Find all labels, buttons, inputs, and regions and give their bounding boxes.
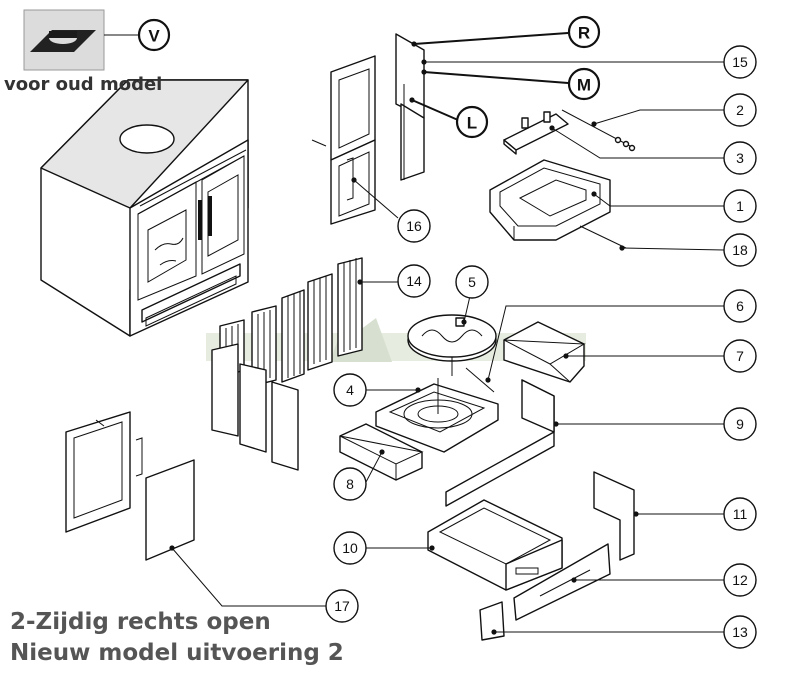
part-14-ribbed-panels: [211, 257, 363, 471]
part-17-front-door: [65, 411, 195, 561]
callout-12-label: 12: [732, 572, 748, 588]
callout-l-label: L: [467, 114, 477, 133]
callout-m: M: [567, 67, 601, 101]
callout-1-label: 1: [736, 198, 744, 214]
callout-3: 3: [723, 141, 757, 175]
callout-11: 11: [723, 497, 757, 531]
part-1-baffle-frame: [489, 159, 611, 241]
callout-v-label: V: [148, 27, 160, 46]
part-7-brick-block: [503, 321, 586, 383]
callout-6: 6: [723, 289, 757, 323]
callout-14-label: 14: [406, 273, 422, 289]
callout-15-label: 15: [732, 54, 748, 70]
callout-13-label: 13: [732, 624, 748, 640]
part-16-side-door: [311, 55, 376, 225]
callout-4-label: 4: [346, 382, 354, 398]
callout-10: 10: [333, 531, 367, 565]
callout-10-label: 10: [342, 540, 358, 556]
callout-8: 8: [333, 467, 367, 501]
callout-5-label: 5: [468, 274, 476, 290]
callout-r: R: [567, 15, 601, 49]
stove-body: [40, 79, 249, 337]
callout-16: 16: [397, 209, 431, 243]
old-model-note: voor oud model: [4, 74, 163, 95]
callout-2: 2: [723, 93, 757, 127]
callout-3-label: 3: [736, 150, 744, 166]
diagram-title-line-1: 2-Zijdig rechts open: [10, 609, 271, 635]
part-2-handle-rod: [561, 109, 636, 152]
callout-2-label: 2: [736, 102, 744, 118]
part-13-small-plate: [479, 601, 505, 641]
callout-6-label: 6: [736, 298, 744, 314]
leader-lines: [104, 32, 725, 633]
callout-18: 18: [723, 233, 757, 267]
part-11-side-plate: [593, 471, 635, 561]
callout-l: L: [455, 105, 489, 139]
callout-8-label: 8: [346, 476, 354, 492]
part-15-glass-panels: [395, 33, 425, 181]
callout-17-label: 17: [334, 598, 350, 614]
callout-12: 12: [723, 563, 757, 597]
callout-4: 4: [333, 373, 367, 407]
part-4-ash-grate-base: [375, 378, 499, 453]
callout-14: 14: [397, 264, 431, 298]
part-18-rod: [579, 225, 627, 249]
callout-11-label: 11: [733, 506, 748, 522]
callout-15: 15: [723, 45, 757, 79]
callout-17: 17: [325, 589, 359, 623]
callout-9-label: 9: [736, 416, 744, 432]
callout-13: 13: [723, 615, 757, 649]
part-9-l-plate: [445, 379, 555, 507]
part-5-grate-disk: [407, 314, 497, 376]
part-10-ash-drawer: [427, 499, 563, 591]
part-12-front-strip: [513, 543, 611, 621]
callout-v: V: [137, 18, 171, 52]
diagram-title-line-2: Nieuw model uitvoering 2: [10, 640, 344, 666]
callout-m-label: M: [577, 76, 591, 95]
callout-r-label: R: [578, 24, 590, 43]
callout-16-label: 16: [406, 218, 422, 234]
part-3-deflector-rail: [503, 111, 569, 155]
callout-5: 5: [455, 265, 489, 299]
part-6-lever: [465, 367, 495, 393]
callout-7: 7: [723, 339, 757, 373]
callout-7-label: 7: [736, 348, 744, 364]
callout-9: 9: [723, 407, 757, 441]
leader-dots: [169, 41, 639, 635]
callout-1: 1: [723, 189, 757, 223]
old-model-adapter-photo: [23, 9, 105, 71]
callout-18-label: 18: [732, 242, 748, 258]
